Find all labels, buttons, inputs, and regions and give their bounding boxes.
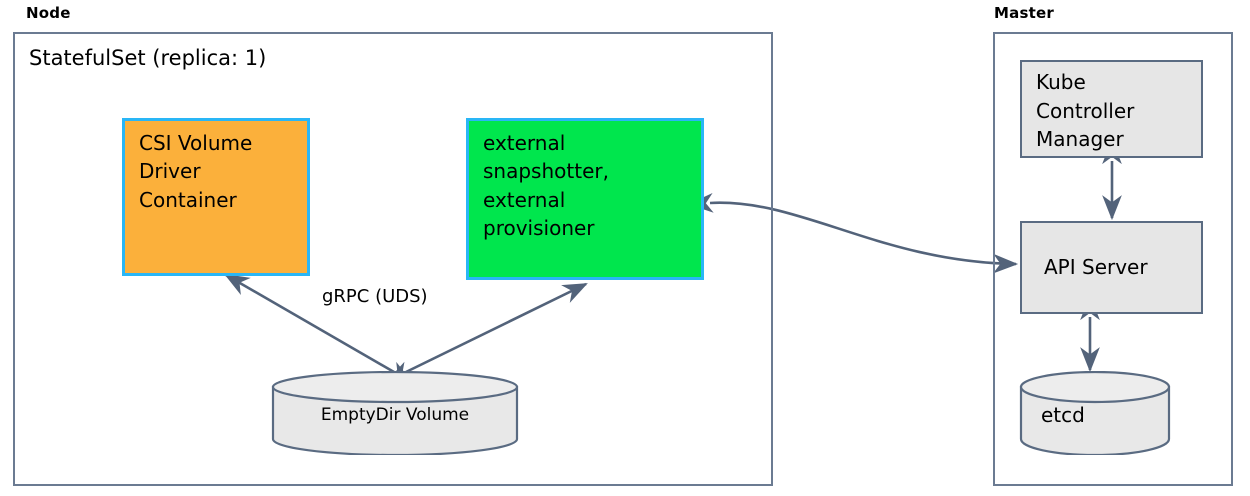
kube-controller-manager-box[interactable]: Kube Controller Manager <box>1020 60 1203 158</box>
sidecars-line-3: external <box>483 187 566 212</box>
api-server-box[interactable]: API Server <box>1020 221 1203 314</box>
emptydir-volume-label: EmptyDir Volume <box>320 405 470 425</box>
node-container <box>13 32 773 486</box>
statefulset-title: StatefulSet (replica: 1) <box>29 46 267 70</box>
external-sidecars-box[interactable]: external snapshotter, external provision… <box>466 118 704 280</box>
kcm-line-3: Manager <box>1036 127 1124 152</box>
kcm-line-1: Kube <box>1036 70 1086 94</box>
sidecars-line-2: snapshotter, <box>483 159 609 184</box>
sidecars-line-1: external <box>483 131 566 155</box>
node-group-label: Node <box>26 4 71 22</box>
sidecars-line-4: provisioner <box>483 216 595 241</box>
etcd-cylinder[interactable]: etcd <box>1019 371 1171 455</box>
master-container <box>993 32 1233 486</box>
grpc-edge-label: gRPC (UDS) <box>322 286 428 307</box>
csi-driver-line-3: Container <box>139 187 237 212</box>
arrow-sidecars-api-server <box>688 192 1019 274</box>
csi-driver-line-1: CSI Volume <box>139 131 253 155</box>
etcd-label: etcd <box>1041 403 1085 427</box>
csi-driver-line-2: Driver <box>139 159 201 184</box>
master-group-label: Master <box>994 4 1054 22</box>
arrow-sidecars-emptydir <box>386 282 588 382</box>
api-server-label: API Server <box>1044 255 1148 280</box>
emptydir-volume-cylinder[interactable]: EmptyDir Volume <box>271 371 519 455</box>
kcm-line-2: Controller <box>1036 98 1135 123</box>
arrow-csi-driver-emptydir <box>224 273 413 383</box>
csi-volume-driver-container-box[interactable]: CSI Volume Driver Container <box>122 118 310 276</box>
